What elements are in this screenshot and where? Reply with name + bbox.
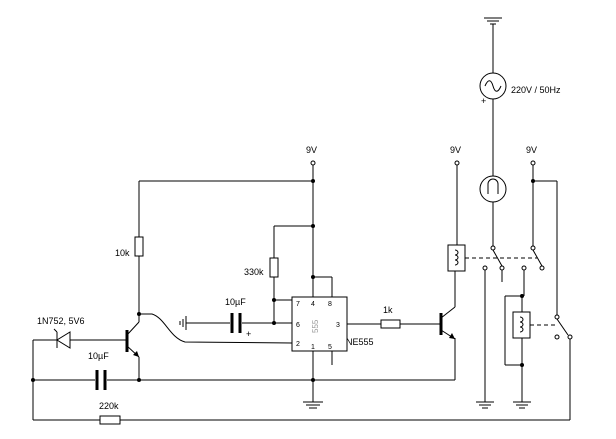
relay-2-contacts-top <box>521 245 545 296</box>
vcc-mid-label: 9V <box>450 145 461 155</box>
ic-pin-2: 2 <box>296 341 300 348</box>
vcc-right-label: 9V <box>526 145 537 155</box>
vcc-right-terminal <box>530 160 536 166</box>
ic-pin-4: 4 <box>311 301 315 308</box>
ic-name-label: NE555 <box>346 337 374 347</box>
transistor-right-symbol <box>439 306 456 340</box>
resistor-330k-label: 330k <box>244 267 264 277</box>
capacitor-feedback-label: 10µF <box>88 351 109 361</box>
resistor-10k-label: 10k <box>115 248 130 258</box>
transistor-left-symbol <box>108 316 140 380</box>
ac-polarity-mark: + <box>481 96 486 106</box>
resistor-220k <box>99 415 121 425</box>
relay-coil-1 <box>447 244 466 272</box>
capacitor-timing-label: 10µF <box>225 297 246 307</box>
ic-pin-1: 1 <box>311 344 315 351</box>
ground-symbol-relay-1 <box>476 401 494 409</box>
ic-pin-8: 8 <box>328 301 332 308</box>
zener-diode-label: 1N752, 5V6 <box>37 316 85 326</box>
ground-symbol-ic <box>303 401 323 409</box>
vcc-left-label: 9V <box>306 145 317 155</box>
zener-diode-symbol <box>33 328 108 349</box>
ground-symbol-top <box>484 17 502 73</box>
ic-pin-7: 7 <box>296 301 300 308</box>
vcc-mid-terminal <box>454 160 460 166</box>
capacitor-10uf-timing <box>179 313 274 333</box>
resistor-10k <box>134 236 144 257</box>
vcc-left-terminal <box>310 160 316 166</box>
ic-pin-5: 5 <box>328 344 332 351</box>
resistor-220k-label: 220k <box>99 401 119 411</box>
lamp-symbol <box>479 175 507 203</box>
relay-coil-2 <box>512 311 531 339</box>
capacitor-timing-polarity: + <box>246 329 251 339</box>
ac-source-label: 220V / 50Hz <box>511 85 561 95</box>
ic-pin-6: 6 <box>296 322 300 329</box>
relay-1-contacts <box>482 245 505 402</box>
vcc-rail-wires <box>138 165 333 297</box>
ic-body-mark: 555 <box>311 319 320 333</box>
resistor-1k-label: 1k <box>383 305 393 315</box>
resistor-330k <box>269 257 279 278</box>
resistor-1k <box>380 319 401 329</box>
relay-2-contacts-bottom <box>554 314 573 420</box>
ground-symbol-relay-2 <box>513 401 531 409</box>
capacitor-10uf-feedback <box>95 370 107 390</box>
ne555-ic-body <box>291 296 348 352</box>
ic-pin-3: 3 <box>336 322 340 329</box>
